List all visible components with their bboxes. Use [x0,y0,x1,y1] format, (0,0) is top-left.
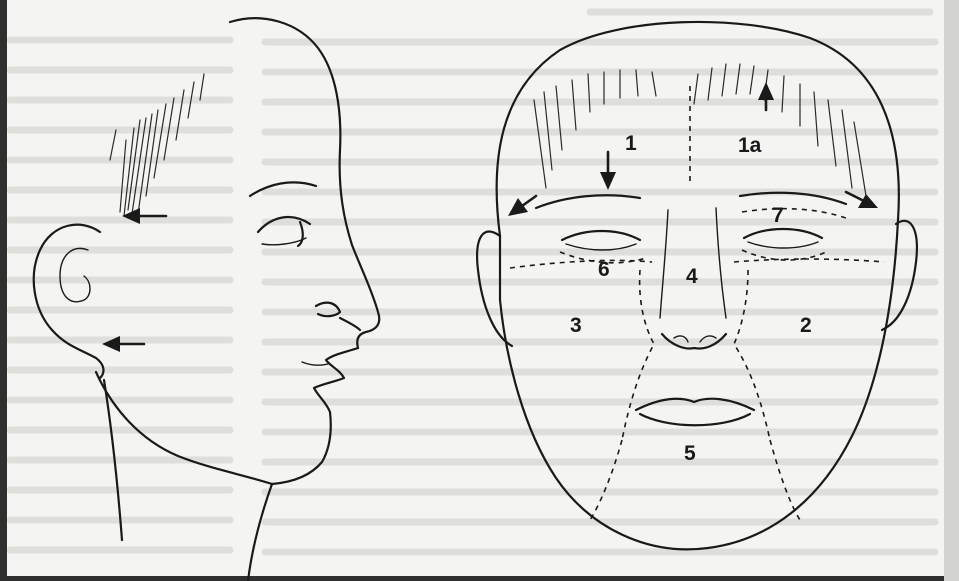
zone-label-1: 1 [625,132,637,155]
zone-label-7: 7 [772,204,784,227]
zone-label-3: 3 [570,314,582,337]
zone-label-6: 6 [598,258,610,281]
zone-label-4: 4 [686,265,698,288]
zone-label-5: 5 [684,442,696,465]
zone-label-2: 2 [800,314,812,337]
zone-label-1a: 1a [738,134,762,157]
